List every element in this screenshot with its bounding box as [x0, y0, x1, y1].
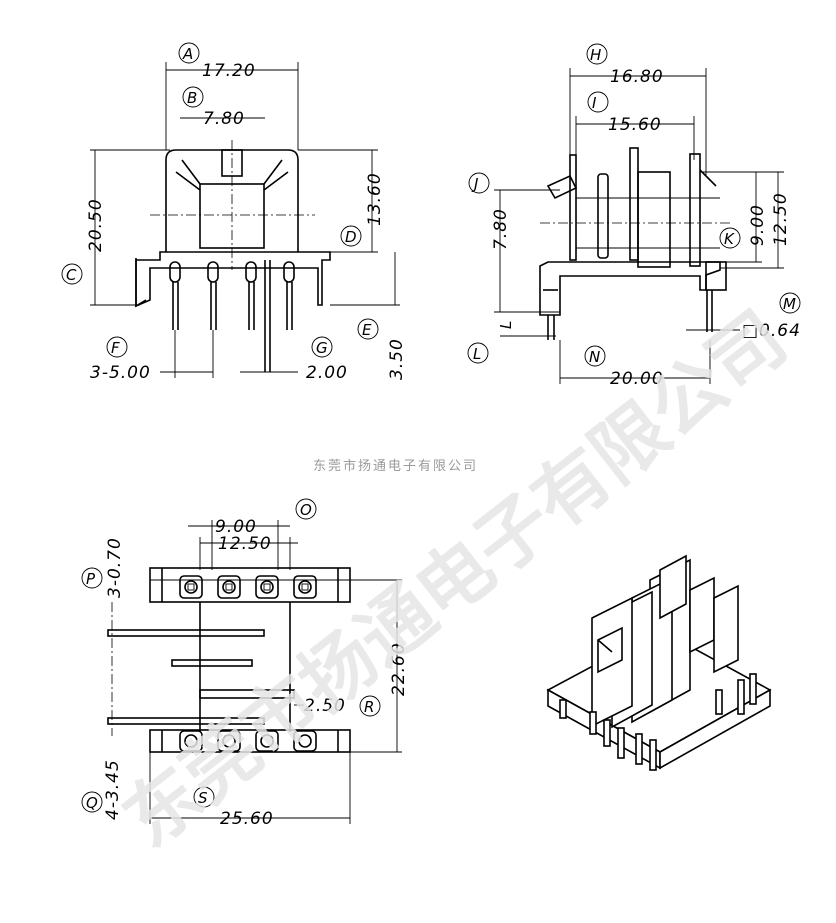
- label-M: M: [783, 295, 796, 313]
- dim-R2-value: 2.50: [304, 696, 346, 716]
- side-view: 16.80 H 15.60 I 7.80 J 9.00 12.50 K: [467, 43, 801, 389]
- label-I: I: [592, 94, 597, 112]
- isometric-view: [546, 554, 772, 771]
- label-A: A: [182, 45, 193, 63]
- dim-O1-value: 9.00: [215, 517, 257, 537]
- dim-Q-value: 4-3.45: [103, 759, 123, 820]
- dim-G-value: 2.00: [306, 363, 348, 383]
- label-D: D: [345, 228, 357, 246]
- company-note: 东莞市扬通电子有限公司: [313, 458, 478, 474]
- label-G: G: [316, 339, 328, 357]
- label-F: F: [111, 339, 120, 357]
- label-J: J: [471, 175, 478, 193]
- dim-H-value: 16.80: [610, 67, 664, 87]
- dim-F-value: 3-5.00: [90, 363, 151, 383]
- label-H: H: [590, 46, 601, 64]
- label-L: L: [473, 345, 481, 363]
- label-K: K: [724, 230, 735, 248]
- bottom-view: 9.00 12.50 O 3-0.70 P: [81, 498, 409, 829]
- label-Q: Q: [86, 794, 98, 812]
- dim-M-value: □0.64: [742, 321, 801, 341]
- dim-I-value: 15.60: [608, 115, 662, 135]
- label-O: O: [300, 501, 312, 519]
- label-R: R: [364, 698, 374, 716]
- dim-S-value: 25.60: [220, 809, 274, 829]
- dim-O2-value: 12.50: [218, 534, 272, 554]
- dim-P-value: 3-0.70: [105, 537, 125, 598]
- dim-E-value: 3.50: [387, 338, 407, 380]
- front-view: 17.20 A 7.80 B 20.50 C 13.60 D 3.50 E: [61, 42, 407, 383]
- dim-N-value: 20.00: [610, 369, 664, 389]
- dim-C-value: 20.50: [86, 198, 106, 252]
- label-P: P: [86, 570, 96, 588]
- dim-A-value: 17.20: [202, 61, 256, 81]
- label-B: B: [187, 89, 197, 107]
- dim-K-value: 9.00: [748, 204, 768, 246]
- dim-L-value: L: [497, 321, 515, 329]
- dim-R-value: 22.60: [389, 642, 409, 696]
- dim-B-value: 7.80: [203, 109, 245, 129]
- dim-D-value: 13.60: [365, 172, 385, 226]
- dim-J-value: 7.80: [491, 208, 511, 250]
- label-N: N: [589, 348, 600, 366]
- label-S: S: [198, 789, 208, 807]
- dim-K2-value: 12.50: [771, 192, 791, 246]
- label-E: E: [362, 321, 372, 339]
- label-C: C: [66, 266, 77, 284]
